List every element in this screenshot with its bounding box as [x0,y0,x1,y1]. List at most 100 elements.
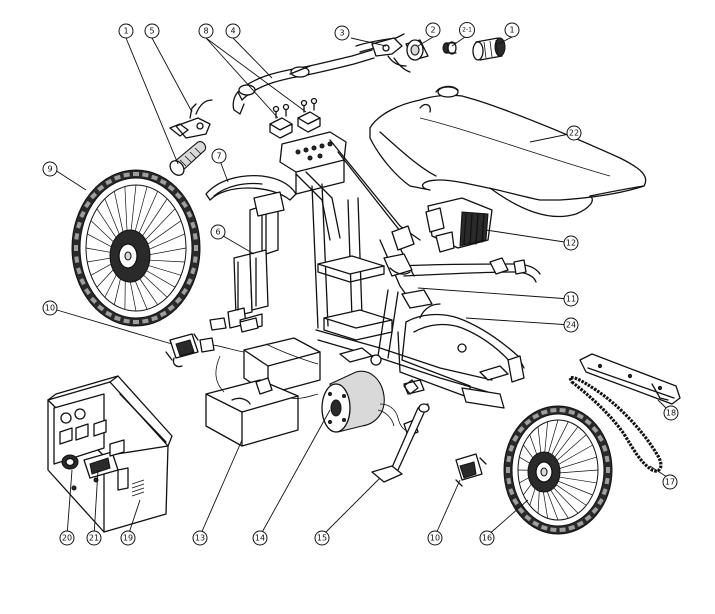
tire-tread-knob [604,477,610,485]
tire-tread-knob [597,434,604,443]
svg-text:7: 7 [216,152,221,161]
svg-text:10: 10 [45,304,55,313]
throttle-sleeve [442,41,457,55]
tire-tread-knob [584,418,592,426]
callout-18-chain-guard: 18 [663,405,679,421]
tire-tread-knob [142,318,149,324]
tire-tread-knob [181,200,188,209]
left-grip-and-brake-lever [169,99,213,176]
callout-14-motor: 14 [252,530,268,546]
tire-tread-knob [540,409,548,416]
electric-motor [321,370,419,437]
callout-24-swingarm: 24 [563,317,579,333]
svg-text:19: 19 [123,534,133,543]
right-brake-lever [355,33,411,73]
svg-text:5: 5 [149,27,154,36]
tire-tread-knob [576,520,584,527]
callout-1-left-grip: 1 [118,23,134,39]
callout-21-control-box-meter: 21 [86,530,102,546]
callout-6-front-fork: 6 [210,224,226,240]
callout-1-right-grip: 1 [504,22,520,38]
callout-4-handlebar: 4 [225,23,241,39]
tire-tread-knob [174,296,182,304]
tire-tread-knob [192,256,198,263]
handlebar-clamp-bolts [269,97,321,139]
handlebar [232,49,375,115]
callout-20-control-box-panel: 20 [59,530,75,546]
callout-11-frame: 11 [563,291,579,307]
tire-tread-knob [74,233,80,240]
tire-tread-knob [113,174,121,181]
tire-tread-knob [194,245,198,251]
tire-tread-knob [167,184,175,192]
tire-tread-knob [576,413,584,420]
tire-tread-knob [74,256,80,263]
tire-tread-knob [508,444,515,452]
tire-tread-knob [524,514,532,522]
tire-tread-knob [559,527,566,533]
tire-tread-knob [97,304,105,312]
svg-text:8: 8 [203,27,208,36]
tire-tread-knob [597,497,604,506]
tire-tread-knob [550,527,557,533]
tire-tread-knob [105,310,113,318]
svg-text:21: 21 [89,534,99,543]
tire-tread-knob [506,467,510,473]
swingarm [397,289,525,409]
callout-2-1-sleeve: 2-1 [459,22,475,38]
tire-tread-knob [517,426,525,434]
motor-sensor-left [165,333,199,368]
svg-text:4: 4 [230,27,235,36]
tire-tread-knob [591,506,599,514]
svg-text:11: 11 [566,295,576,304]
tire-tread-knob [512,497,519,506]
leader-lines [49,36,672,537]
tire-tread-knob [90,296,98,304]
wiring-harness [199,317,319,399]
svg-text:17: 17 [665,478,675,487]
svg-text:22: 22 [569,129,579,138]
tire-tread-knob [181,287,188,296]
tire-tread-knob [123,318,130,324]
svg-text:2: 2 [430,26,435,35]
tire-tread-knob [79,210,86,218]
callout-8-clamp-bolts: 8 [198,23,214,39]
tire-tread-knob [540,524,548,531]
tire-tread-knob [532,520,540,527]
svg-text:18: 18 [666,409,676,418]
throttle-body [405,39,429,61]
tire-tread-knob [76,267,82,275]
callout-9-front-wheel: 9 [42,161,58,177]
svg-text:13: 13 [195,534,205,543]
control-box [47,375,173,533]
tire-tread-knob [74,245,78,251]
batteries [205,337,321,447]
tire-tread-knob [174,192,182,200]
tire-tread-knob [517,506,525,514]
callout-12-controller: 12 [563,235,579,251]
svg-text:12: 12 [566,239,576,248]
tire-tread-knob [159,178,167,186]
svg-text:1: 1 [509,26,514,35]
tire-tread-knob [167,304,175,312]
rear-wheel [503,405,613,535]
tire-tread-knob [559,407,566,413]
main-frame [279,131,541,395]
tire-tread-knob [604,455,610,463]
front-fork [227,191,285,331]
motor-sensor-right [455,453,487,487]
front-wheel [71,169,201,327]
right-grip [472,37,506,61]
tire-tread-knob [568,524,576,531]
tire-tread-knob [591,426,599,434]
tire-tread-knob [133,320,139,324]
tire-tread-knob [506,477,512,485]
tire-tread-knob [97,184,105,192]
tire-tread-knob [524,418,532,426]
tire-tread-knob [159,310,167,318]
tire-tread-knob [84,200,91,209]
callout-15-kickstand: 15 [314,530,330,546]
callout-22-seat: 22 [566,125,582,141]
tire-tread-knob [532,413,540,420]
